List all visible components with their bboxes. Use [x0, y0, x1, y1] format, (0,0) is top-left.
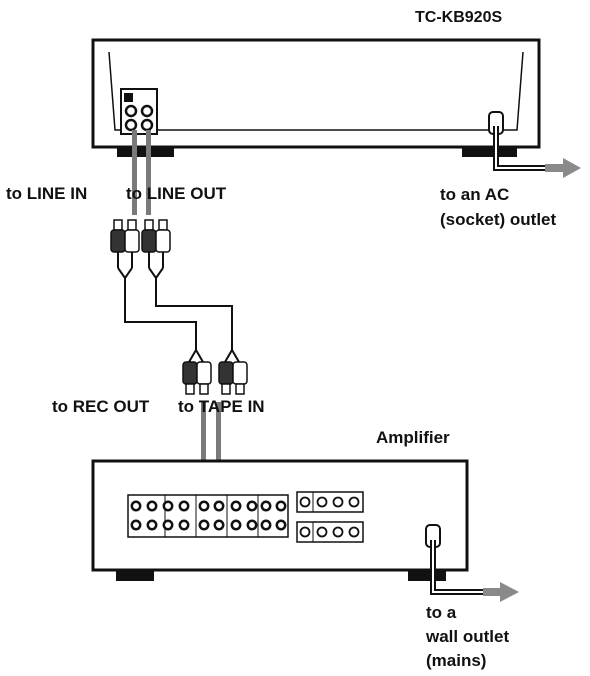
plug-deck-1 [110, 219, 126, 268]
wall-outlet-label-line1: to a [426, 603, 457, 622]
deck-inner-outline [108, 51, 524, 131]
deck-power-cord [488, 111, 581, 178]
wall-outlet-label-line3: (mains) [426, 651, 487, 670]
plug-deck-3 [141, 219, 157, 268]
plug-deck-2 [124, 219, 140, 268]
amp-speaker-terminals [296, 491, 364, 543]
amplifier-label: Amplifier [376, 428, 450, 447]
plug-amp-4 [231, 349, 248, 395]
deck-model-label: TC-KB920S [415, 9, 503, 26]
ac-outlet-label-line2: (socket) outlet [440, 210, 557, 229]
deck-jack-panel [120, 88, 158, 135]
amp-cable-stubs [201, 402, 221, 504]
deck-cable-stubs [132, 130, 151, 215]
line-out-label: to LINE OUT [126, 184, 227, 203]
amp-foot-right [408, 570, 446, 581]
deck-foot-left [117, 147, 174, 157]
tape-deck [91, 38, 581, 178]
tape-in-label: to TAPE IN [178, 397, 265, 416]
deck-body [91, 38, 541, 149]
plug-amp-1 [182, 349, 198, 395]
line-in-label: to LINE IN [6, 184, 88, 203]
plug-deck-4 [155, 219, 171, 268]
ac-outlet-arrow [545, 158, 581, 178]
plug-amp-3 [218, 349, 234, 395]
wall-outlet-arrow [483, 582, 519, 602]
connecting-cables [117, 267, 233, 350]
ac-outlet-label-line1: to an AC [440, 185, 510, 204]
rec-out-label: to REC OUT [52, 397, 150, 416]
amp-rca-plugs [182, 349, 248, 395]
amplifier [91, 459, 519, 602]
amp-foot-left [116, 570, 154, 581]
deck-rca-plugs [110, 219, 171, 268]
plug-amp-2 [195, 349, 212, 395]
deck-foot-right [462, 147, 517, 157]
amp-power-cord [425, 524, 519, 602]
amp-jack-block [127, 494, 289, 538]
wall-outlet-label-line2: wall outlet [426, 627, 510, 646]
